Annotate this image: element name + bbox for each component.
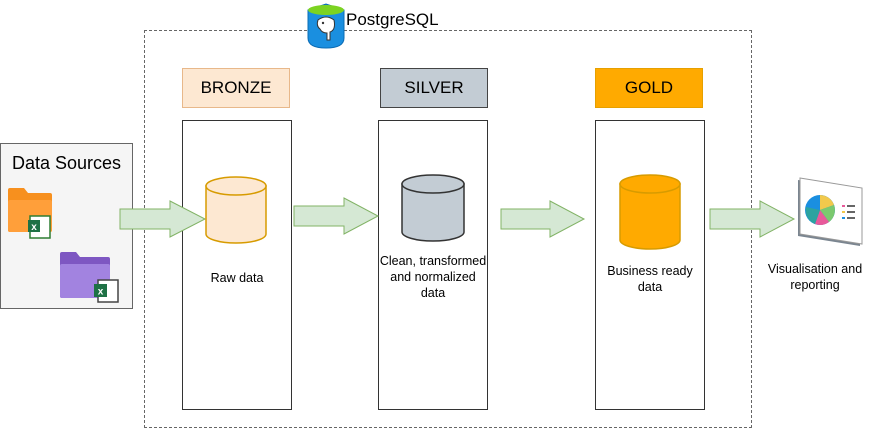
- svg-text:x: x: [98, 287, 104, 298]
- bronze-layer-box: [182, 120, 292, 410]
- arrow-silver-to-gold: [500, 200, 586, 238]
- bronze-database-cylinder: [205, 176, 267, 244]
- purple-folder-excel-icon: x: [60, 252, 119, 303]
- arrow-bronze-to-silver: [293, 197, 380, 235]
- silver-database-cylinder: [401, 174, 465, 242]
- bronze-caption: Raw data: [210, 271, 264, 285]
- postgresql-elephant-icon: [307, 3, 345, 49]
- arrow-gold-to-visualisation: [709, 200, 796, 238]
- gold-database-cylinder: [619, 174, 681, 250]
- silver-layer-header: SILVER: [380, 68, 488, 108]
- gold-layer-header: GOLD: [595, 68, 703, 108]
- silver-caption: Clean, transformed and normalized data: [379, 254, 487, 300]
- postgresql-title: PostgreSQL: [346, 10, 439, 29]
- gold-layer-box: [595, 120, 705, 410]
- dashboard-chart-icon: [798, 177, 863, 246]
- silver-layer-box: [378, 120, 488, 410]
- arrow-sources-to-bronze: [119, 200, 207, 238]
- orange-folder-excel-icon: x: [8, 188, 52, 239]
- bronze-layer-header: BRONZE: [182, 68, 290, 108]
- visualisation-caption: Visualisation and reporting: [767, 262, 863, 292]
- data-sources-title: Data Sources: [11, 153, 122, 173]
- svg-text:x: x: [31, 222, 37, 233]
- gold-caption: Business ready data: [607, 264, 693, 294]
